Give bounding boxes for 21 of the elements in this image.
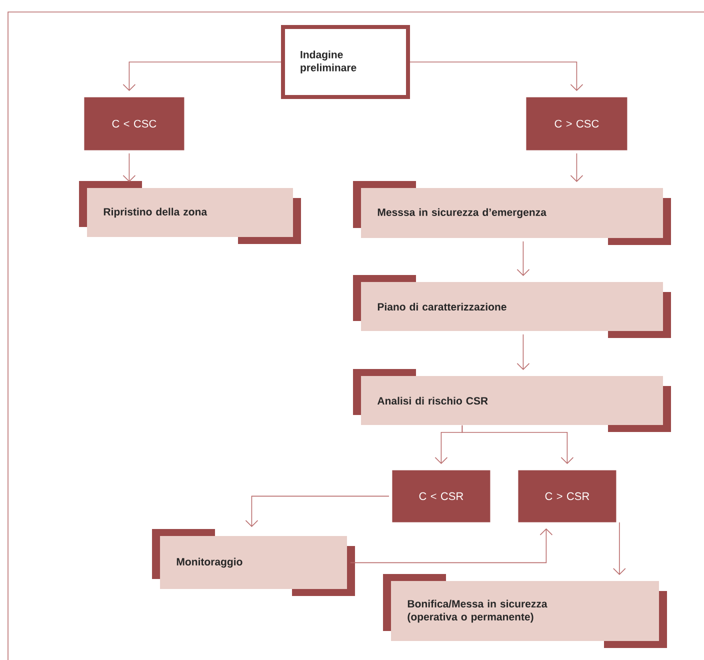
arrow (516, 241, 530, 276)
arrow (613, 522, 626, 575)
condition-box: C > CSR (518, 470, 616, 522)
arrow (245, 496, 390, 527)
condition-box: C < CSC (84, 97, 184, 150)
process-box: Messsa in sicurezza d’emergenza (353, 181, 671, 245)
start-box: Indagine preliminare (281, 25, 410, 99)
condition-box: C > CSC (526, 97, 628, 150)
arrow (410, 62, 584, 91)
arrow (570, 153, 584, 182)
process-box: Monitoraggio (152, 529, 355, 596)
arrow (122, 62, 282, 91)
arrow (350, 528, 553, 564)
arrow (122, 153, 136, 182)
process-box: Ripristino della zona (79, 181, 301, 244)
arrow (516, 334, 530, 370)
condition-box: C < CSR (392, 470, 490, 522)
process-box: Bonifica/Messa in sicurezza (operativa o permanente) (383, 574, 667, 648)
arrow (462, 425, 574, 464)
process-box: Analisi di rischio CSR (353, 369, 671, 432)
process-box: Piano di caratterizzazione (353, 275, 671, 338)
